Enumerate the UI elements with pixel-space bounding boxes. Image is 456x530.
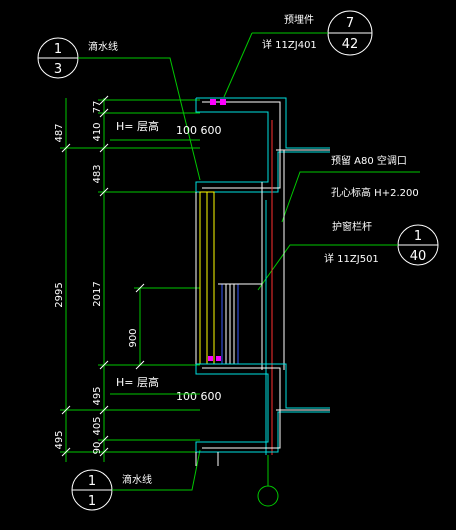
label-floor-height-top: H= 层高 [116,119,159,133]
dim-77: 77 [92,101,103,114]
leader-line [223,32,253,98]
detail-bubble-7-42: 7 42 [327,10,373,56]
dimension-chain-inner [98,95,200,462]
bubble-bottom-number: 40 [410,249,427,264]
bubble-top-number: 7 [346,16,354,31]
note-guardrail: 护窗栏杆 [332,220,372,233]
bubble-top-number: 1 [414,229,422,244]
leader-line [112,449,201,491]
bubble-bottom-number: 42 [342,37,359,52]
note-guardrail-ref: 详 11ZJ501 [324,252,379,265]
embedded-marker [210,99,216,105]
embedded-marker [208,356,213,361]
embedded-marker [216,356,221,361]
dim-410: 410 [92,122,103,141]
dim-495-outer: 495 [54,430,65,449]
dim-900: 900 [128,328,139,347]
detail-bubble-1-1: 1 1 [71,469,113,511]
note-embedded-part: 预埋件 [284,14,314,26]
bubble-top-number: 1 [54,42,62,57]
bubble-bottom-number: 3 [54,62,62,77]
leader-line [78,57,201,181]
embedded-marker [220,99,226,105]
detail-bubble-1-40: 1 40 [397,224,439,266]
note-ac-hole: 预留 A80 空调口 [331,154,407,167]
dimension-sill [134,283,200,370]
detail-bubble-1-3: 1 3 [37,37,79,79]
axis-bubble [257,485,279,507]
leader-line [257,244,398,291]
dim-487: 487 [54,123,65,142]
leader-line [281,171,420,223]
note-hole-elevation: 孔心标高 H+2.200 [331,186,419,199]
label-slab-bottom: 100 600 [176,390,222,403]
dim-405: 405 [92,416,103,435]
dim-2995: 2995 [54,282,65,307]
label-floor-height-bottom: H= 层高 [116,375,159,389]
wall-section [195,97,330,466]
note-drip-line-top: 滴水线 [88,40,118,53]
label-slab-top: 100 600 [176,124,222,137]
note-drip-line-bottom: 滴水线 [122,473,152,486]
bubble-bottom-number: 1 [88,494,96,509]
note-embedded-ref: 详 11ZJ401 [262,38,317,51]
dim-495-inner: 495 [92,386,103,405]
dim-90: 90 [92,442,103,455]
dim-483: 483 [92,164,103,183]
dim-2017: 2017 [92,281,103,306]
bubble-top-number: 1 [88,474,96,489]
dimension-chain-outer [60,98,200,462]
